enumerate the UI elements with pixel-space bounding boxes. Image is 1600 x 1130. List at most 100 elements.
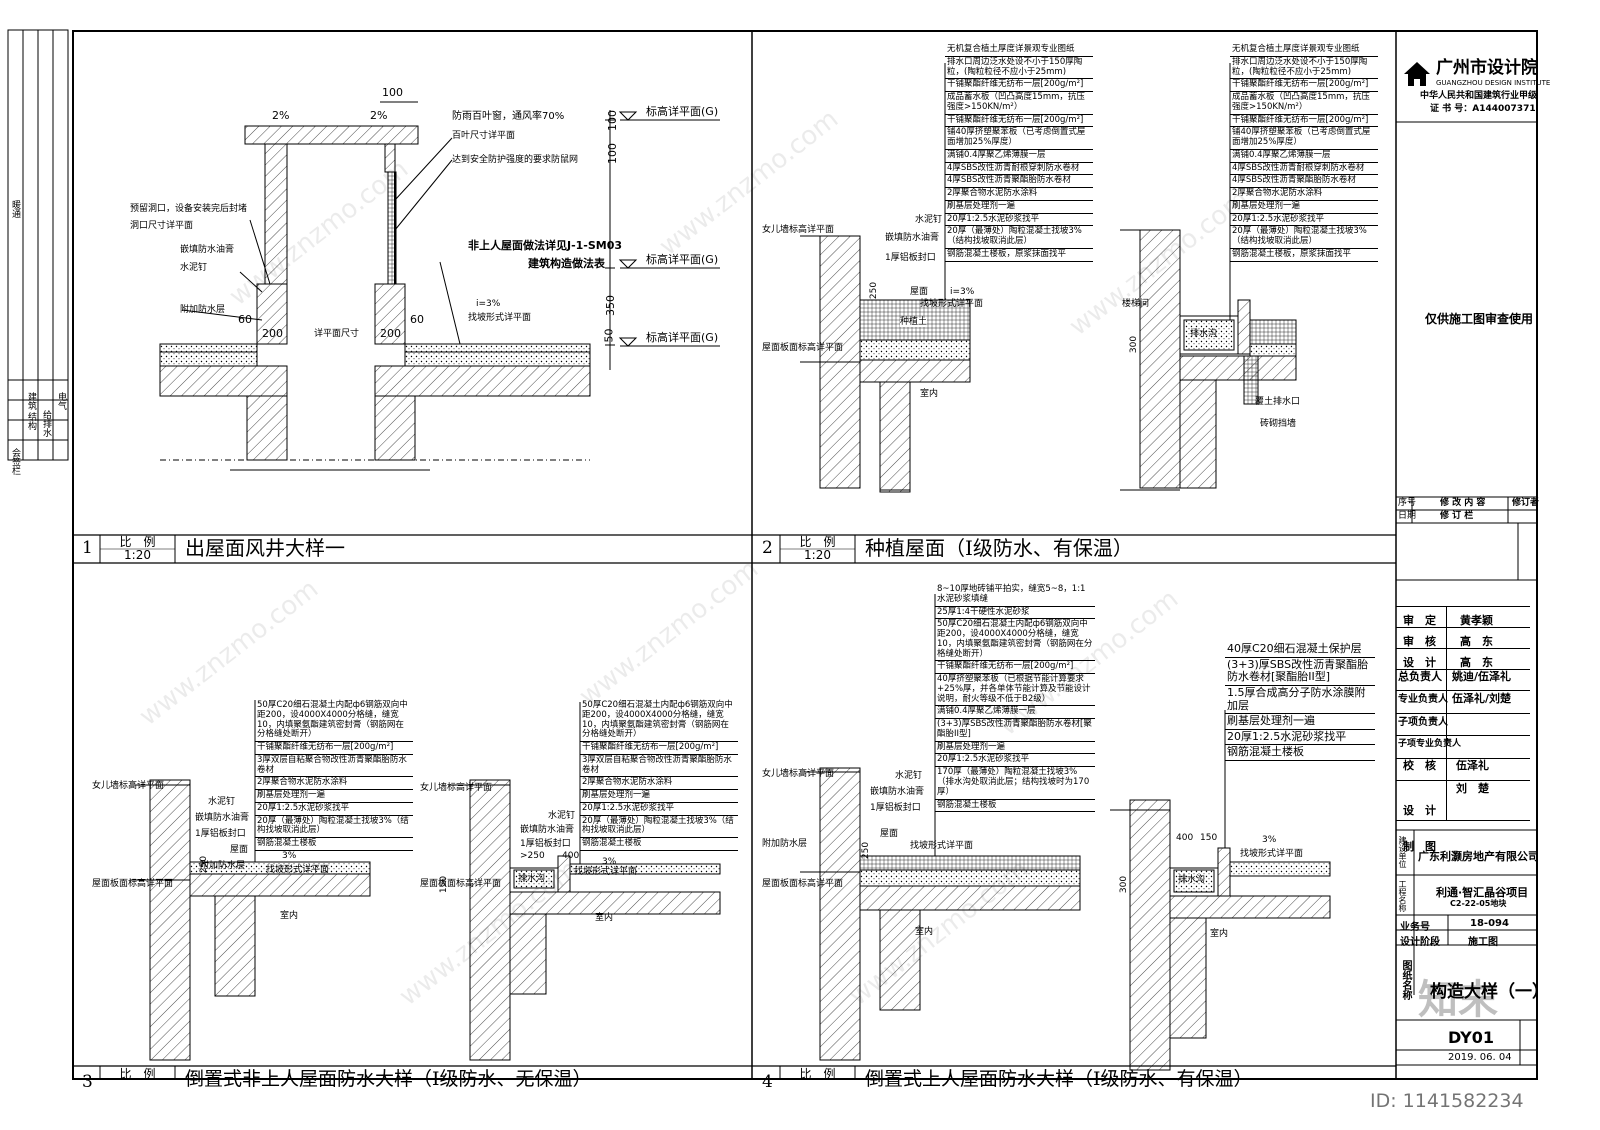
layer-item: 刷基层处理剂一遍 [580, 790, 738, 803]
layer-item: 20厚1:2.5水泥砂浆找平 [1225, 730, 1375, 746]
layer-item: 钢筋混凝土楼板 [255, 838, 413, 851]
drawing-date: 2019. 06. 04 [1448, 1052, 1512, 1063]
p1-dim: 2% [272, 109, 290, 122]
p3-label: 1厚铝板封口 [195, 829, 246, 839]
role-label: 专业负责人 [1398, 694, 1448, 705]
p4-label: 女儿墙标高详平面 [762, 769, 835, 779]
layer-item: 40厚挤塑聚苯板（已根据节能计算要求+25%厚，并各单体节能计算及节能设计说明，… [935, 674, 1095, 707]
p4-label: 水泥钉 [895, 771, 923, 781]
p1-note: 嵌填防水油膏 [180, 245, 235, 255]
panel2-drawing [800, 63, 1297, 493]
p4-label: 室内 [1210, 929, 1229, 939]
panel1-drawing [159, 101, 720, 471]
p4-label: 3% [1262, 835, 1277, 845]
role-name: 黄孝颖 [1460, 614, 1493, 627]
p4-label: 室内 [915, 927, 934, 937]
layer-item: (3+3)厚SBS改性沥青聚酯胎防水卷材[聚酯胎II型] [935, 719, 1095, 742]
layer-item: 25厚1:4干硬性水泥砂浆 [935, 607, 1095, 620]
id-mark: ID: 1141582234 [1370, 1090, 1524, 1112]
p2-label: 室内 [920, 389, 939, 399]
p1-note: 洞口尺寸详平面 [130, 221, 194, 231]
role-name: 姚迪/伍泽礼 [1452, 670, 1512, 683]
layer-item: 满铺0.4厚聚乙烯薄膜一层 [935, 706, 1095, 720]
layer-item: 排水口周边泛水处设不小于150厚陶粒，(陶粒粒径不应小于25mm) [945, 57, 1093, 80]
p2-label: 250 [869, 281, 880, 300]
role-label: 校 核 [1403, 759, 1436, 772]
left-strip [7, 29, 69, 461]
role-name: 刘 楚 [1456, 782, 1489, 795]
p3-label: 嵌填防水油膏 [195, 813, 250, 823]
layer-item: 干铺聚酯纤维无纺布一层[200g/m²] [945, 115, 1093, 128]
p1-note: 达到安全防护强度的要求防鼠网 [452, 155, 579, 165]
panel-grid [72, 30, 1396, 1080]
p3-label: 找坡形式详平面 [266, 865, 330, 875]
revision-row-date: 日期 [1398, 511, 1417, 521]
house-icon [1404, 62, 1430, 86]
p1-dim: 2% [370, 109, 388, 122]
layer-item: 20厚1:2.5水泥砂浆找平 [935, 754, 1095, 768]
layer-item: (3+3)厚SBS改性沥青聚酯胎防水卷材[聚酯胎II型] [1225, 658, 1375, 686]
p3-label: 3% [282, 851, 297, 861]
p1-note: 预留洞口，设备安装完后封堵 [130, 204, 248, 214]
p4-label: 300 [1119, 875, 1130, 894]
p3-label: 屋面板面标高详平面 [420, 879, 502, 889]
institute-name: 广州市设计院 [1436, 58, 1538, 78]
job-no-label: 业务号 [1400, 922, 1430, 933]
layer-item: 刷基层处理剂一遍 [1230, 201, 1378, 214]
project-label: 工程名称 [1398, 880, 1407, 912]
layer-item: 满铺0.4厚聚乙烯薄膜一层 [945, 150, 1093, 163]
p3-label: 找坡形式详平面 [574, 867, 638, 877]
layer-item: 排水口周边泛水处设不小于150厚陶粒，(陶粒粒径不应小于25mm) [1230, 57, 1378, 80]
layer-item: 3厚双层自粘聚合物改性沥青聚酯胎防水卷材 [255, 755, 413, 778]
stage-value: 施工图 [1468, 937, 1498, 948]
revision-col-content: 修 改 内 容 [1440, 498, 1486, 508]
p3-label: 女儿墙标高详平面 [92, 781, 165, 791]
drawing-frame [72, 30, 1538, 1080]
job-no-value: 18-094 [1470, 918, 1509, 929]
p3-label: 屋面 [230, 845, 249, 855]
p2-label: 水泥钉 [915, 215, 943, 225]
panel3-number: 3 [82, 1072, 93, 1092]
layer-item: 2厚聚合物水泥防水涂料 [1230, 188, 1378, 201]
layer-item: 刷基层处理剂一遍 [255, 790, 413, 803]
p3-label: 150 [439, 875, 450, 894]
layer-item: 干铺聚酯纤维无纺布一层[200g/m²] [945, 79, 1093, 93]
roles-grid [1396, 580, 1530, 830]
layer-item: 4厚SBS改性沥青耐根穿刺防水卷材 [945, 163, 1093, 176]
layer-item: 20厚（最薄处）陶粒混凝土找坡3%（结构找坡取消此层） [1230, 226, 1378, 250]
layer-item: 无机复合植土厚度详景观专业图纸 [945, 44, 1093, 57]
layer-item: 20厚1:2.5水泥砂浆找平 [945, 214, 1093, 227]
layer-item: 干铺聚酯纤维无纺布一层[200g/m²] [255, 742, 413, 755]
p2-label: 1厚铝板封口 [885, 253, 936, 263]
panel4-number: 4 [762, 1072, 773, 1092]
p1-dim: 100 [606, 110, 619, 131]
project-value: 利通·智汇晶谷项目 [1436, 886, 1529, 899]
p1-level: 标高详平面(G) [646, 331, 719, 344]
left-strip-label-3: 给排水 [41, 410, 51, 437]
layer-item: 刷基层处理剂一遍 [935, 742, 1095, 755]
p1-dim: 200 [262, 327, 283, 340]
institute-name-en: GUANGZHOU DESIGN INSTITUTE [1436, 79, 1551, 87]
panel3-title: 倒置式非上人屋面防水大样（I级防水、无保温） [185, 1068, 592, 1090]
p1-dim: 100 [606, 143, 619, 164]
layer-item: 钢筋混凝土楼板 [1225, 745, 1375, 762]
p4-label: 排水沟 [1178, 875, 1206, 885]
layer-item: 无机复合植土厚度详景观专业图纸 [1230, 44, 1378, 57]
layer-item: 20厚1:2.5水泥砂浆找平 [255, 803, 413, 816]
p1-note: 百叶尺寸详平面 [452, 131, 516, 141]
revision-col-by: 修订者 [1512, 498, 1540, 508]
layer-item: 40厚C20细石混凝土保护层 [1225, 642, 1375, 658]
institute-cert: 证 书 号：A144007371 [1430, 104, 1536, 114]
p2-label: 屋面 [910, 287, 929, 297]
p3-label: 女儿墙标高详平面 [420, 783, 493, 793]
p3-layer-list-left: 50厚C20细石混凝土内配ф6钢筋双向中距200，设4000X4000分格缝，缝… [255, 700, 413, 851]
layer-item: 1.5厚合成高分子防水涂膜附加层 [1225, 686, 1375, 715]
p4-label: 找坡形式详平面 [910, 841, 974, 851]
brand-mark: 知末 [1418, 977, 1498, 1023]
panel2-number: 2 [762, 538, 773, 558]
layer-item: 成品蓄水板（凹凸高度15mm，抗压强度>150KN/m²） [945, 92, 1093, 115]
p1-note: 水泥钉 [180, 263, 208, 273]
left-strip-label-0: 会签栏 [10, 448, 20, 475]
layer-item: 50厚C20细石混凝土内配ф6钢筋双向中距200，设4000X4000分格缝，缝… [580, 700, 738, 743]
layer-item: 2厚聚合物水泥防水涂料 [580, 777, 738, 791]
